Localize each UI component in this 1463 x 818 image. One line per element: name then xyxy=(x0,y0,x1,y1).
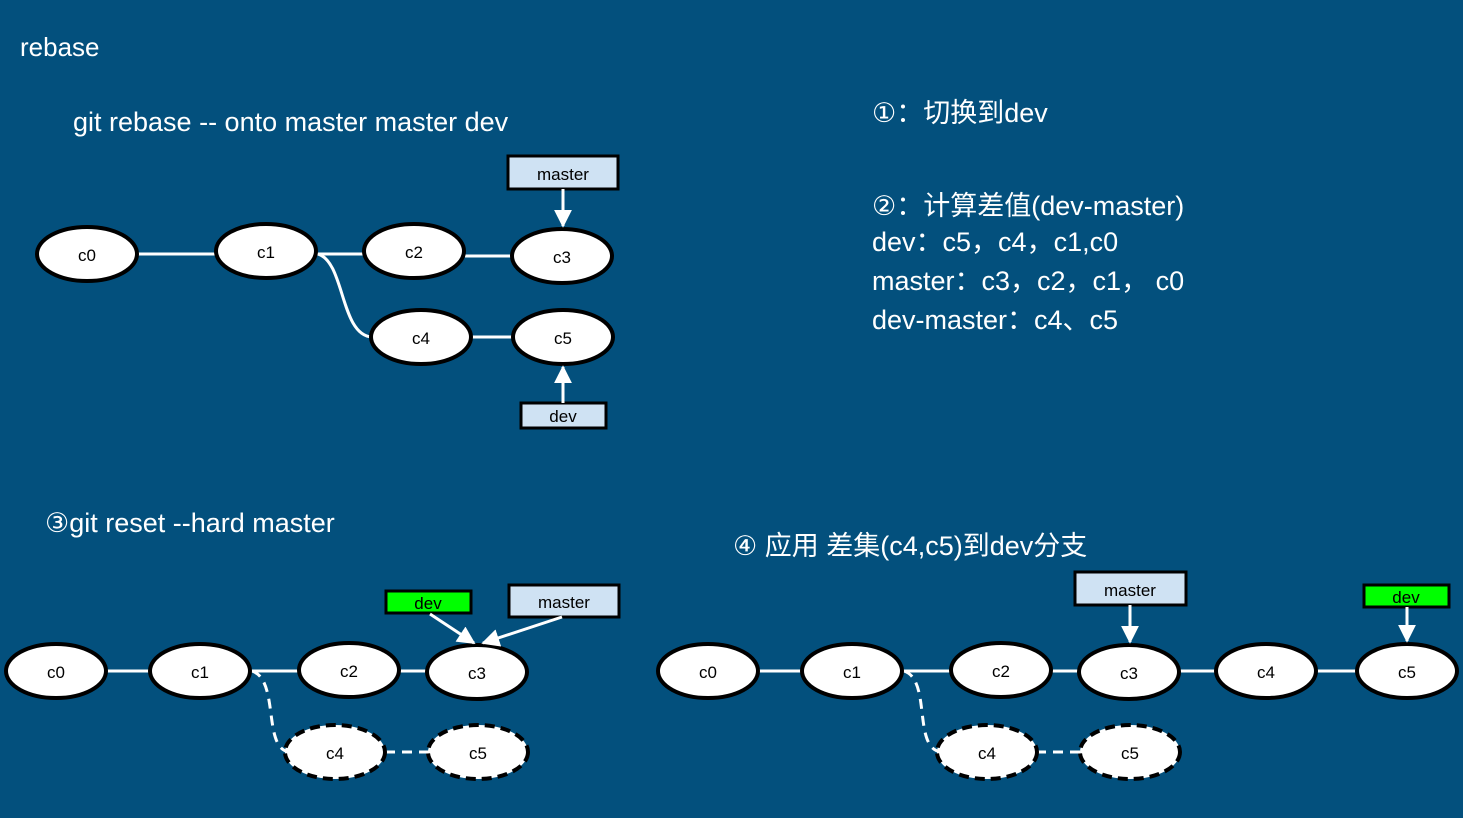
branch-label-master: master xyxy=(507,583,621,619)
commit-label: c0 xyxy=(699,663,717,682)
edge-c1-c4 xyxy=(317,252,373,339)
commit-label: c3 xyxy=(1120,664,1138,683)
branch-name: master xyxy=(538,593,590,612)
note-dev-commits: dev：c5，c4，c1,c0 xyxy=(872,227,1119,257)
rebase-command: git rebase -- onto master master dev xyxy=(73,107,509,137)
commit-label: c4 xyxy=(326,744,344,763)
branch-name: dev xyxy=(414,594,442,613)
dev-pointer-arrow xyxy=(429,612,476,645)
branch-label-dev: dev xyxy=(519,401,608,430)
commit-label: c1 xyxy=(257,243,275,262)
master-pointer-arrow xyxy=(481,615,563,647)
branch-label-master: master xyxy=(1073,570,1188,607)
step-3-title: ③git reset --hard master xyxy=(45,508,335,538)
branch-label-dev-active: dev xyxy=(384,589,473,615)
diagram-after-reset: c0 c1 c2 c3 c4 c5 dev master xyxy=(4,583,621,781)
commit-node-c1: c1 xyxy=(214,222,318,280)
branch-name: dev xyxy=(1392,588,1420,607)
commit-node-c2: c2 xyxy=(949,641,1053,699)
note-diff-commits: dev-master：c4、c5 xyxy=(872,305,1119,335)
diagram-after-apply: c0 c1 c2 c3 c4 c5 c4 c5 xyxy=(656,570,1459,781)
edge-c1-c4-dashed xyxy=(251,669,291,754)
commit-label: c2 xyxy=(405,243,423,262)
edge-c1-old-c4-dashed xyxy=(903,669,943,754)
note-step-1: ①：切换到dev xyxy=(872,98,1048,128)
commit-label: c3 xyxy=(553,248,571,267)
commit-node-c4-orphaned: c4 xyxy=(283,723,387,781)
branch-name: master xyxy=(537,165,589,184)
commit-label: c5 xyxy=(554,329,572,348)
commit-label: c4 xyxy=(978,744,996,763)
commit-node-c0: c0 xyxy=(656,642,760,700)
commit-node-c0: c0 xyxy=(4,642,108,700)
commit-label: c5 xyxy=(1121,744,1139,763)
note-master-commits: master：c3，c2，c1， c0 xyxy=(872,266,1185,296)
commit-label: c2 xyxy=(340,662,358,681)
commit-node-c3: c3 xyxy=(425,643,529,701)
commit-node-c0: c0 xyxy=(35,225,139,283)
commit-node-c5-orphaned: c5 xyxy=(1078,723,1182,781)
commit-node-c2: c2 xyxy=(297,641,401,699)
slide-title: rebase xyxy=(20,32,100,62)
note-step-2: ②：计算差值(dev-master) xyxy=(872,191,1185,221)
branch-label-dev-active: dev xyxy=(1362,583,1451,609)
commit-label: c5 xyxy=(469,744,487,763)
commit-label: c2 xyxy=(992,662,1010,681)
commit-node-c2: c2 xyxy=(362,222,466,280)
branch-name: dev xyxy=(549,407,577,426)
step-4-title: ④ 应用 差集(c4,c5)到dev分支 xyxy=(733,531,1088,561)
branch-name: master xyxy=(1104,581,1156,600)
commit-label: c0 xyxy=(78,246,96,265)
commit-label: c0 xyxy=(47,663,65,682)
commit-node-c5-new: c5 xyxy=(1355,642,1459,700)
commit-node-c1: c1 xyxy=(800,642,904,700)
branch-label-master: master xyxy=(506,154,620,191)
commit-label: c1 xyxy=(191,663,209,682)
diagram-original: c0 c1 c2 c3 c4 c5 master dev xyxy=(35,154,620,430)
commit-node-c4-orphaned: c4 xyxy=(935,723,1039,781)
commit-node-c4: c4 xyxy=(369,308,473,366)
commit-label: c1 xyxy=(843,663,861,682)
commit-label: c5 xyxy=(1398,663,1416,682)
commit-node-c3: c3 xyxy=(510,227,614,285)
commit-label: c3 xyxy=(468,664,486,683)
commit-label: c4 xyxy=(1257,663,1275,682)
commit-node-c5-orphaned: c5 xyxy=(426,723,530,781)
commit-node-c3: c3 xyxy=(1077,643,1181,701)
commit-node-c4-new: c4 xyxy=(1214,642,1318,700)
commit-node-c5: c5 xyxy=(511,308,615,366)
commit-node-c1: c1 xyxy=(148,642,252,700)
commit-label: c4 xyxy=(412,329,430,348)
